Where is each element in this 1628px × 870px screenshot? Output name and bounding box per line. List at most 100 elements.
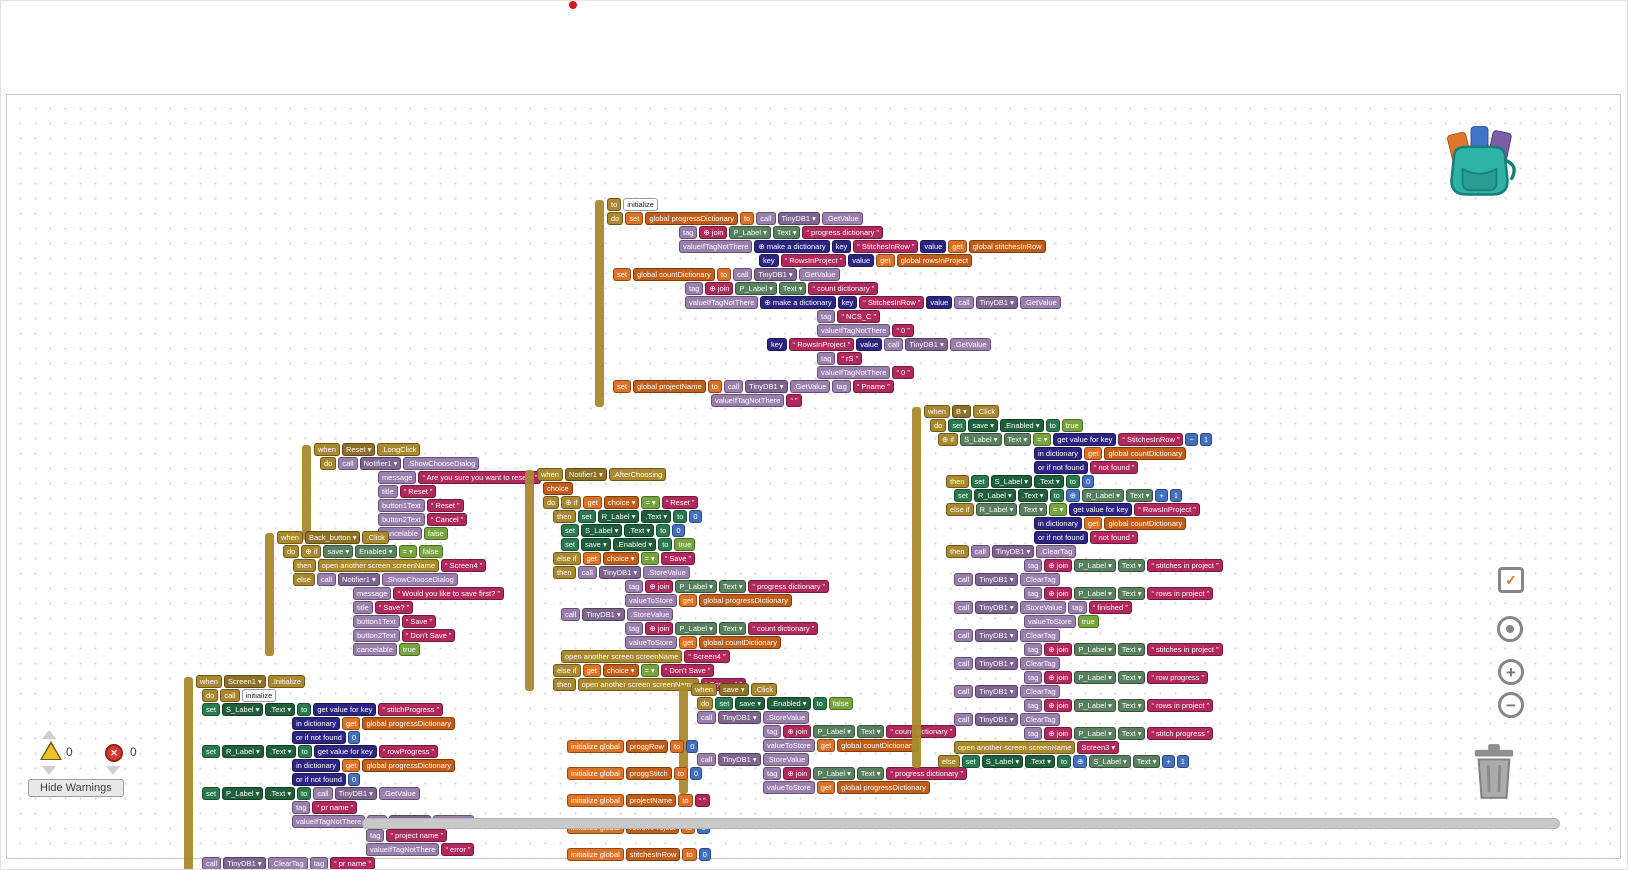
block-chip[interactable]: set bbox=[202, 787, 221, 800]
block-chip[interactable]: “ Screen4 ” bbox=[441, 559, 487, 572]
block-chip[interactable]: in dictionary bbox=[1034, 517, 1083, 530]
block-chip[interactable]: “ Reset ” bbox=[399, 485, 437, 498]
block-chip[interactable]: set bbox=[613, 268, 632, 281]
block-chip[interactable]: do bbox=[607, 212, 624, 225]
block-chip[interactable]: TinyDB1 ▾ bbox=[991, 545, 1035, 558]
block-chip[interactable]: TinyDB1 ▾ bbox=[777, 212, 820, 225]
block-chip[interactable]: when bbox=[277, 531, 303, 544]
block-chip[interactable]: Text ▾ bbox=[856, 725, 885, 738]
block-chip[interactable]: call bbox=[202, 857, 222, 870]
block-chip[interactable]: initialize global bbox=[567, 848, 624, 861]
block-chip[interactable]: .GetValue bbox=[789, 380, 831, 393]
block-chip[interactable]: when bbox=[537, 468, 563, 481]
block-chip[interactable]: get bbox=[816, 781, 836, 794]
block-chip[interactable]: “ Save? ” bbox=[374, 601, 414, 614]
block-chip[interactable]: ⊕ join bbox=[1044, 727, 1073, 740]
block-chip[interactable]: “ stitches in project ” bbox=[1147, 643, 1223, 656]
block-chip[interactable]: get value for key bbox=[313, 745, 377, 758]
block-chip[interactable]: “ pr name ” bbox=[312, 801, 358, 814]
block-chip[interactable]: then bbox=[553, 566, 576, 579]
block-chip[interactable]: call bbox=[970, 545, 990, 558]
block-chip[interactable]: choice bbox=[543, 482, 573, 495]
block-chip[interactable]: “ NCS_C ” bbox=[837, 310, 881, 323]
block-chip[interactable]: projectName bbox=[625, 794, 677, 807]
block-chip[interactable]: TinyDB1 ▾ bbox=[975, 629, 1018, 642]
block-chip[interactable]: 0 bbox=[347, 773, 361, 786]
block-chip[interactable]: tag bbox=[679, 226, 698, 239]
block-chip[interactable]: .Click bbox=[972, 405, 1000, 418]
block-chip[interactable]: key bbox=[831, 240, 852, 253]
block-chip[interactable]: “ RowsInProject ” bbox=[788, 338, 855, 351]
block-chip[interactable]: valueIfTagNotThere bbox=[366, 843, 440, 856]
block-chip[interactable]: tag bbox=[832, 380, 851, 393]
block-chip[interactable]: “ stitches in project ” bbox=[1147, 559, 1223, 572]
block-chip[interactable]: message bbox=[378, 471, 417, 484]
block-chip[interactable]: P_Label ▾ bbox=[735, 282, 777, 295]
block-chip[interactable]: to bbox=[707, 380, 722, 393]
block-chip[interactable]: then bbox=[946, 545, 969, 558]
block-chip[interactable]: in dictionary bbox=[1034, 447, 1083, 460]
block-chip[interactable]: proggRow bbox=[625, 740, 668, 753]
block-chip[interactable]: to bbox=[297, 703, 312, 716]
block-chip[interactable]: Back_button ▾ bbox=[304, 531, 361, 544]
block-chip[interactable]: “ RowsInProject ” bbox=[1134, 503, 1200, 516]
block-chip[interactable]: .Enabled ▾ bbox=[767, 697, 811, 710]
block-chip[interactable]: choice ▾ bbox=[603, 496, 640, 509]
block-chip[interactable]: TinyDB1 ▾ bbox=[975, 657, 1018, 670]
block-chip[interactable]: Notifier1 ▾ bbox=[359, 457, 402, 470]
block-chip[interactable]: in dictionary bbox=[292, 717, 341, 730]
block-chip[interactable]: to bbox=[1045, 419, 1060, 432]
block-chip[interactable]: call bbox=[884, 338, 904, 351]
block-chip[interactable]: set bbox=[961, 755, 980, 768]
block-chip[interactable]: 0 bbox=[672, 524, 685, 537]
block-chip[interactable]: global countDictionary bbox=[633, 268, 715, 281]
block-chip[interactable]: call bbox=[954, 573, 974, 586]
block-chip[interactable]: get bbox=[582, 664, 602, 677]
block-chip[interactable]: “ not found ” bbox=[1089, 531, 1139, 544]
block-chip[interactable]: S_Label ▾ bbox=[222, 703, 264, 716]
block-chip[interactable]: to bbox=[1065, 475, 1080, 488]
block-chip[interactable]: .ClearTag bbox=[1019, 573, 1060, 586]
block-chip[interactable]: global stitchesInRow bbox=[968, 240, 1046, 253]
block-chip[interactable]: “ StitchesInRow ” bbox=[1118, 433, 1184, 446]
block-chip[interactable]: “ rS ” bbox=[837, 352, 863, 365]
block-chip[interactable]: open another screen screenName bbox=[561, 650, 683, 663]
block-chip[interactable]: set bbox=[561, 524, 580, 537]
block-chip[interactable]: when bbox=[691, 683, 717, 696]
block-chip[interactable]: to bbox=[812, 697, 827, 710]
block-chip[interactable]: set bbox=[202, 745, 221, 758]
block-chip[interactable]: “ ” bbox=[786, 394, 802, 407]
block-chip[interactable]: .ClearTag bbox=[267, 857, 308, 870]
block-chip[interactable]: tag bbox=[817, 352, 836, 365]
block-chip[interactable]: TinyDB1 ▾ bbox=[754, 268, 797, 281]
block-chip[interactable]: get bbox=[342, 759, 361, 772]
block-chip[interactable]: ⊕ join bbox=[699, 226, 728, 239]
block-chip[interactable]: P_Label ▾ bbox=[1074, 699, 1116, 712]
block-chip[interactable]: set bbox=[613, 380, 632, 393]
block-chip[interactable]: tag bbox=[1024, 643, 1043, 656]
block-chip[interactable]: then bbox=[946, 475, 969, 488]
block-chip[interactable]: global progressDictionary bbox=[362, 717, 456, 730]
block-chip[interactable]: 0 bbox=[689, 510, 702, 523]
horizontal-scrollbar[interactable] bbox=[362, 818, 1560, 829]
error-next-icon[interactable] bbox=[106, 766, 120, 775]
block-chip[interactable]: Text ▾ bbox=[1117, 699, 1146, 712]
block-chip[interactable]: call bbox=[954, 685, 974, 698]
block-chip[interactable]: call bbox=[220, 689, 240, 702]
block-chip[interactable]: to bbox=[673, 510, 688, 523]
block-chip[interactable]: valueIfTagNotThere bbox=[679, 240, 753, 253]
block-chip[interactable]: tag bbox=[1024, 559, 1043, 572]
block-chip[interactable]: choice ▾ bbox=[603, 552, 639, 565]
block-chip[interactable]: global progressDictionary bbox=[362, 759, 456, 772]
block-chip[interactable]: Text ▾ bbox=[1132, 755, 1161, 768]
block-chip[interactable]: call bbox=[756, 212, 776, 225]
block-chip[interactable]: false bbox=[828, 697, 853, 710]
block-chip[interactable]: then bbox=[553, 510, 576, 523]
block-chip[interactable]: call bbox=[313, 787, 333, 800]
block-chip[interactable]: = ▾ bbox=[1033, 433, 1052, 446]
block-chip[interactable]: tag bbox=[1024, 587, 1043, 600]
block-chip[interactable]: call bbox=[954, 629, 974, 642]
block-chip[interactable]: key bbox=[837, 296, 858, 309]
block-chip[interactable]: Reset ▾ bbox=[341, 443, 376, 456]
